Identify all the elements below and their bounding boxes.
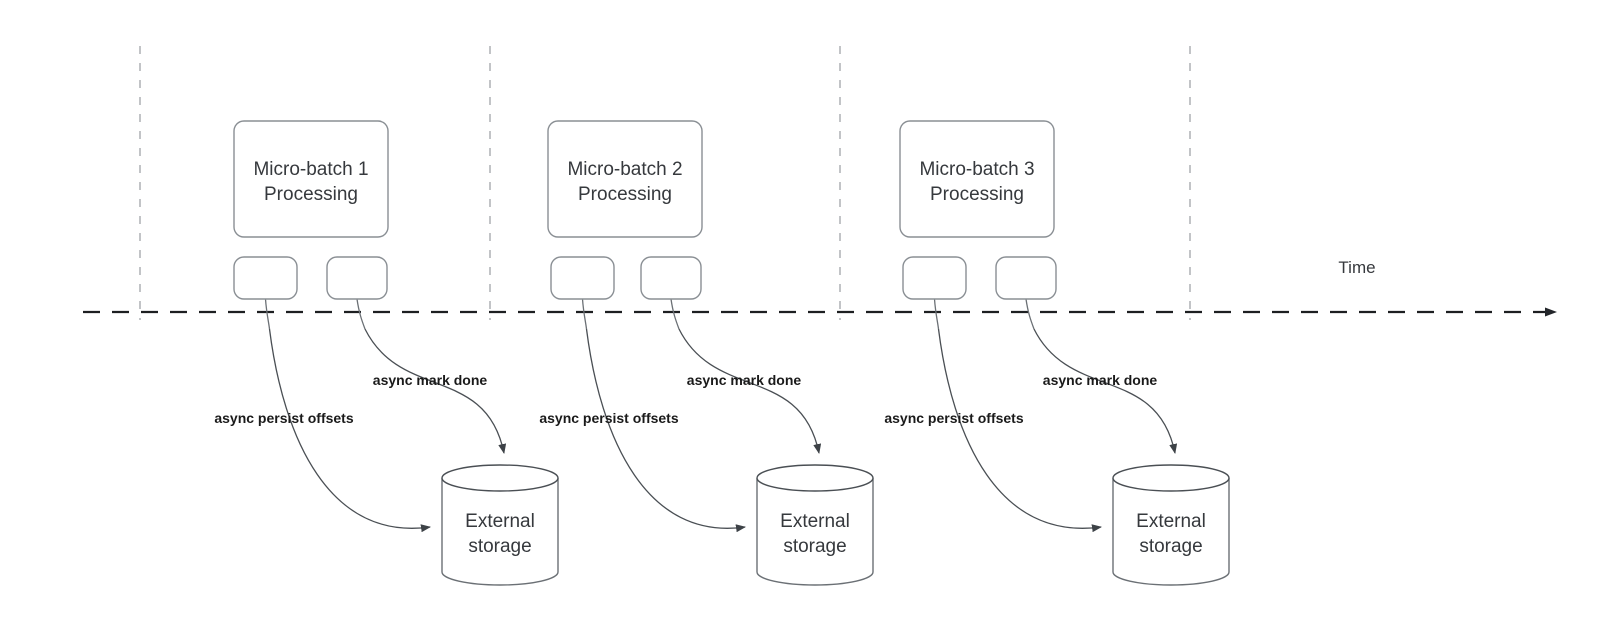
micro-batch-3-text: Micro-batch 3 Processing bbox=[919, 159, 1034, 205]
async-persist-offsets-label-3: async persist offsets bbox=[884, 410, 1023, 426]
task-b-stem-1 bbox=[356, 298, 366, 330]
micro-batch-2-text: Micro-batch 2 Processing bbox=[567, 159, 682, 205]
task-box-a-2[interactable] bbox=[550, 256, 615, 300]
external-storage-1-line1: External bbox=[465, 511, 535, 532]
external-storage-2-line2: storage bbox=[783, 536, 846, 557]
external-storage-3-line2: storage bbox=[1139, 536, 1202, 557]
async-persist-offsets-label-1: async persist offsets bbox=[214, 410, 353, 426]
task-box-a-3[interactable] bbox=[902, 256, 967, 300]
async-persist-offsets-arrow-3 bbox=[937, 328, 1102, 533]
external-storage-1-line2: storage bbox=[468, 536, 531, 557]
storage-cylinder-top-2 bbox=[756, 464, 874, 492]
task-a-stem-2 bbox=[581, 298, 588, 330]
async-persist-offsets-arrow-2 bbox=[585, 328, 746, 533]
time-axis-label: Time bbox=[1338, 258, 1375, 277]
async-mark-done-arrow-1 bbox=[364, 328, 507, 454]
micro-batch-node-3[interactable]: Micro-batch 3 Processing bbox=[899, 120, 1055, 238]
micro-batch-box-2[interactable] bbox=[547, 120, 703, 238]
micro-batch-1-line1: Micro-batch 1 bbox=[253, 159, 368, 180]
external-storage-node-1[interactable]: External storage bbox=[441, 464, 559, 586]
task-box-a-1[interactable] bbox=[233, 256, 298, 300]
external-storage-3-line1: External bbox=[1136, 511, 1206, 532]
vertical-dividers bbox=[139, 46, 1191, 320]
task-a-stem-3 bbox=[933, 298, 940, 330]
micro-batch-2-line2: Processing bbox=[578, 184, 672, 205]
async-mark-done-label-3: async mark done bbox=[1043, 372, 1158, 388]
micro-batch-1-text: Micro-batch 1 Processing bbox=[253, 159, 368, 205]
task-b-stem-3 bbox=[1025, 298, 1035, 330]
external-storage-3-text: External storage bbox=[1136, 511, 1206, 557]
storage-cylinder-top-1 bbox=[441, 464, 559, 492]
micro-batch-node-2[interactable]: Micro-batch 2 Processing bbox=[547, 120, 703, 238]
task-box-b-1[interactable] bbox=[326, 256, 388, 300]
async-mark-done-label-1: async mark done bbox=[373, 372, 488, 388]
micro-batch-node-1[interactable]: Micro-batch 1 Processing bbox=[233, 120, 389, 238]
storage-cylinder-body-2 bbox=[756, 478, 874, 586]
task-b-stem-2 bbox=[670, 298, 680, 330]
storage-cylinder-body-3 bbox=[1112, 478, 1230, 586]
external-storage-2-text: External storage bbox=[780, 511, 850, 557]
storage-cylinder-top-3 bbox=[1112, 464, 1230, 492]
task-a-stem-1 bbox=[264, 298, 271, 330]
timeline-axis: Time bbox=[83, 258, 1557, 317]
storage-cylinder-body-1 bbox=[441, 478, 559, 586]
micro-batch-3-line2: Processing bbox=[930, 184, 1024, 205]
micro-batch-1-line2: Processing bbox=[264, 184, 358, 205]
async-mark-done-arrow-2 bbox=[678, 328, 822, 454]
connector-arrows bbox=[264, 298, 1178, 533]
edge-labels: async persist offsets async mark done asyn… bbox=[214, 372, 1157, 426]
task-box-b-2[interactable] bbox=[640, 256, 702, 300]
external-storage-1-text: External storage bbox=[465, 511, 535, 557]
async-mark-done-label-2: async mark done bbox=[687, 372, 802, 388]
micro-batch-3-line1: Micro-batch 3 bbox=[919, 159, 1034, 180]
micro-batch-box-1[interactable] bbox=[233, 120, 389, 238]
async-persist-offsets-arrow-1 bbox=[268, 328, 431, 533]
external-storage-node-2[interactable]: External storage bbox=[756, 464, 874, 586]
async-persist-offsets-label-2: async persist offsets bbox=[539, 410, 678, 426]
external-storage-node-3[interactable]: External storage bbox=[1112, 464, 1230, 586]
external-storage-2-line1: External bbox=[780, 511, 850, 532]
async-mark-done-arrow-3 bbox=[1033, 328, 1178, 454]
task-box-b-3[interactable] bbox=[995, 256, 1057, 300]
micro-batch-2-line1: Micro-batch 2 bbox=[567, 159, 682, 180]
micro-batch-box-3[interactable] bbox=[899, 120, 1055, 238]
